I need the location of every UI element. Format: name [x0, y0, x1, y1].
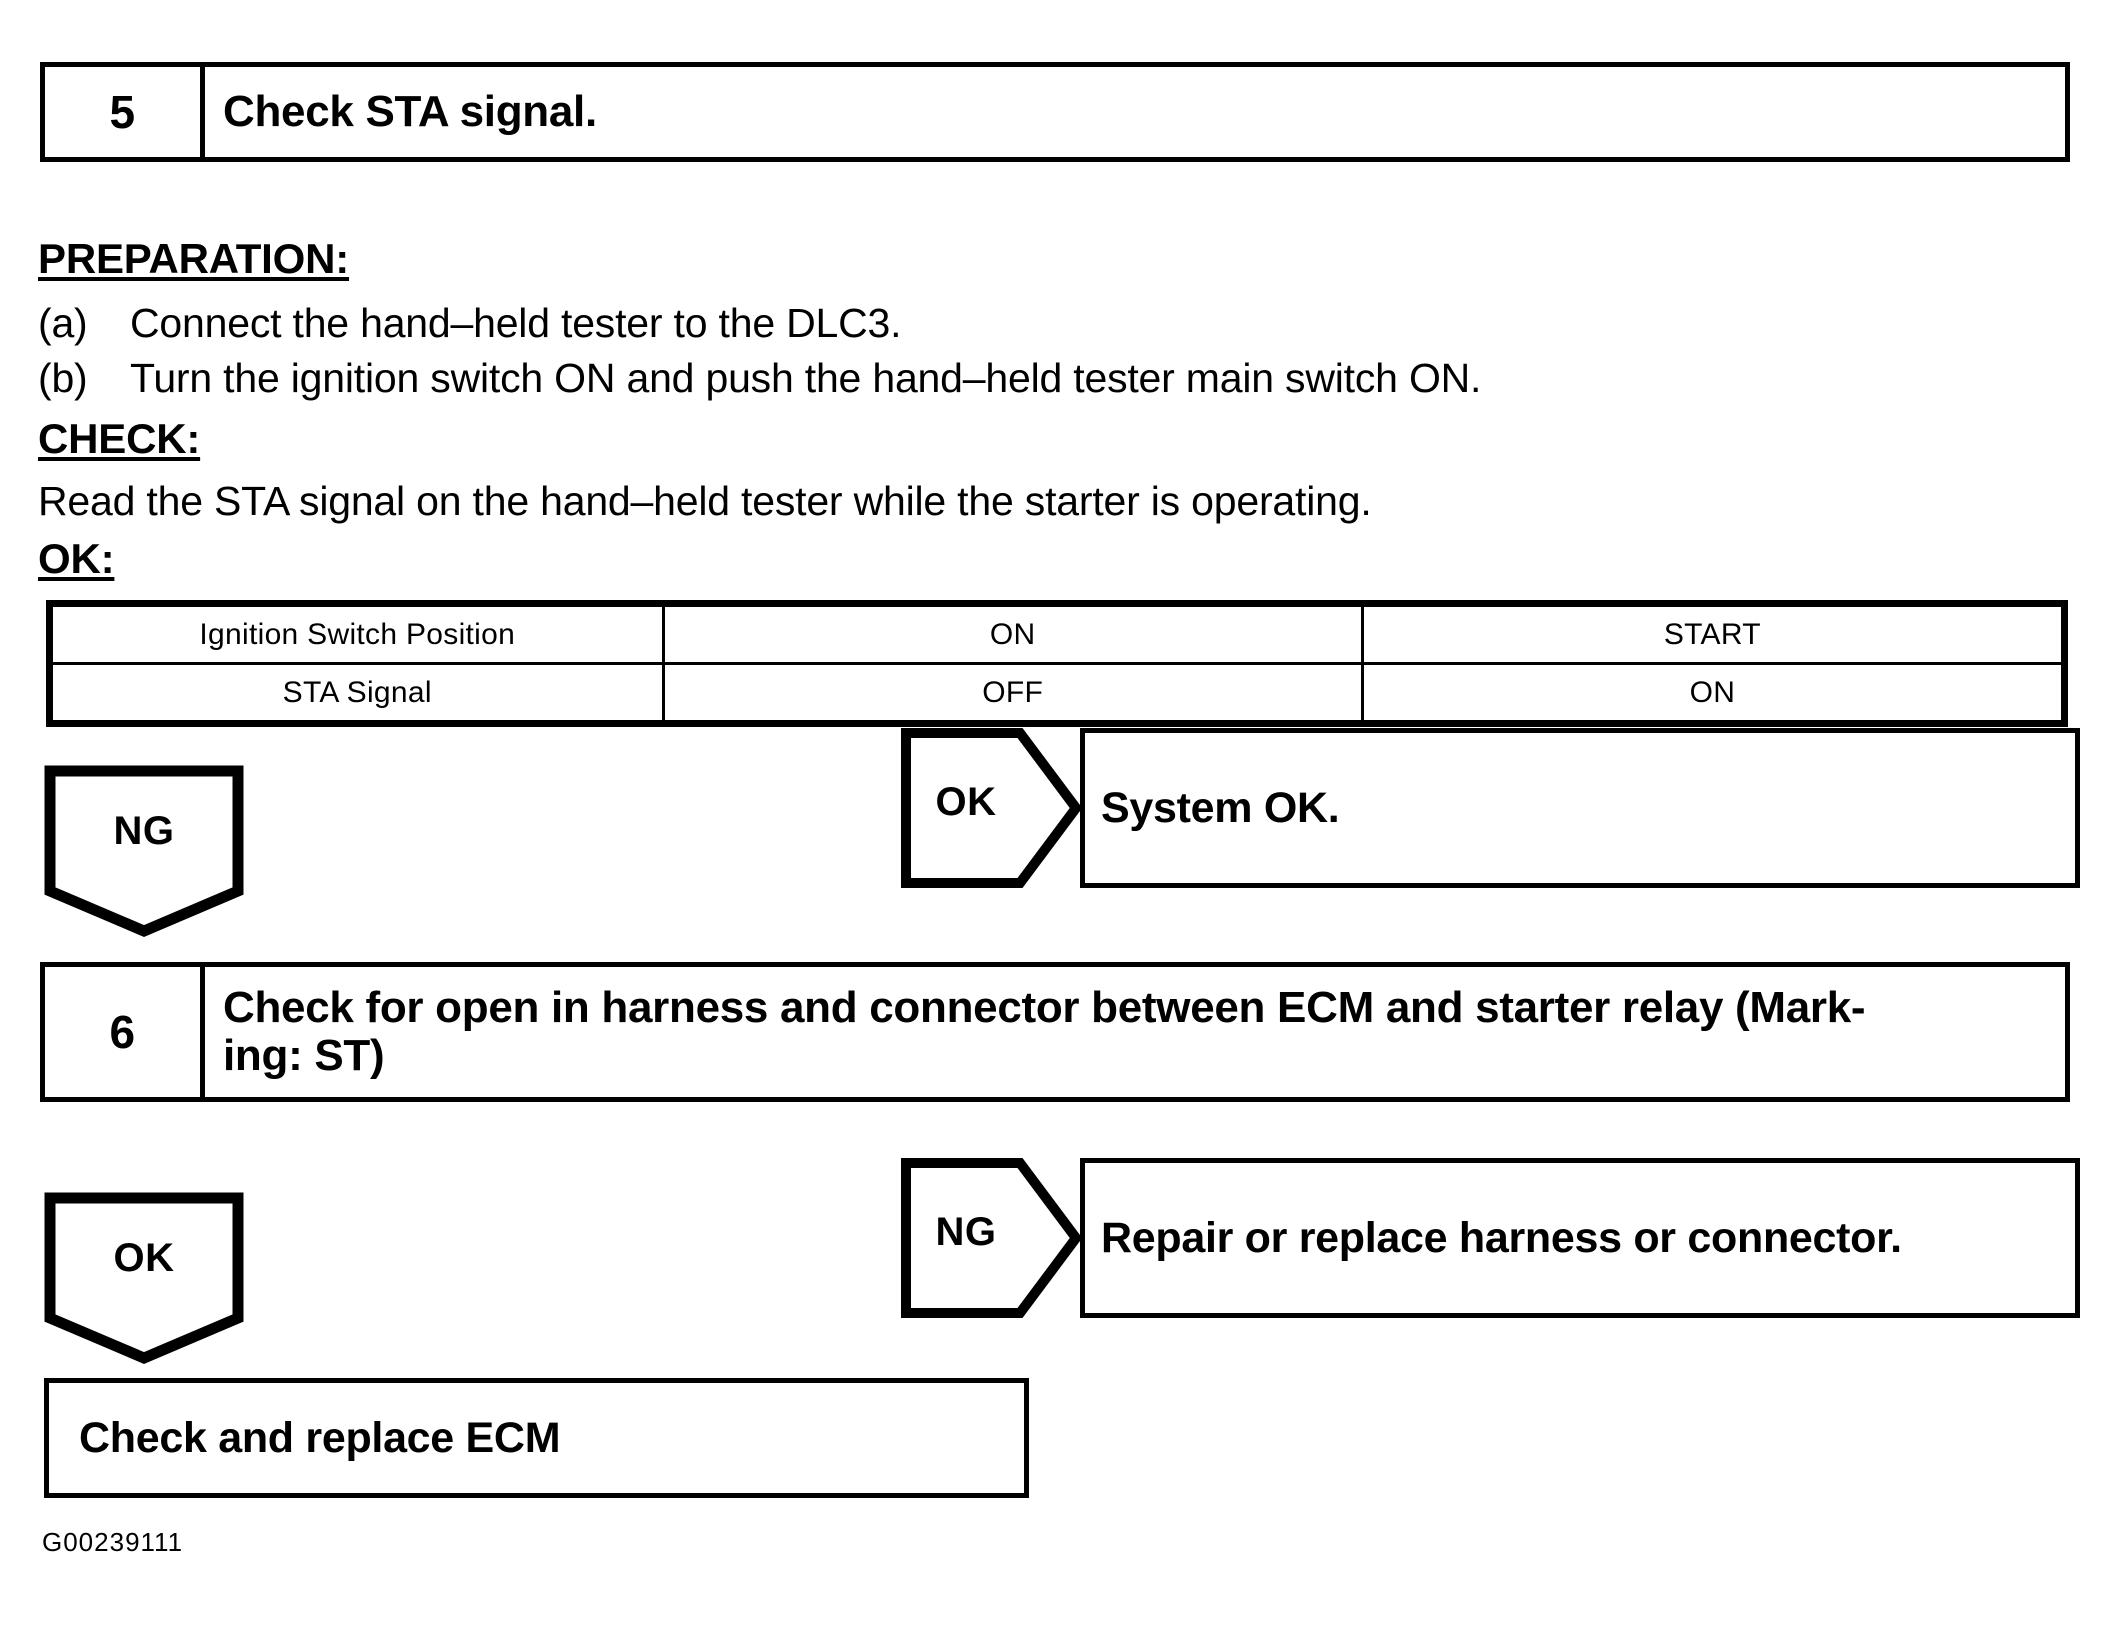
step-5-title: Check STA signal.	[223, 87, 597, 137]
step-5-header-box: 5 Check STA signal.	[40, 62, 2070, 162]
step-6-title-line-2: ing: ST)	[223, 1031, 385, 1080]
ok-branch-after-step-5: OK System OK.	[900, 728, 2080, 888]
step-6-header-box: 6 Check for open in harness and connecto…	[40, 962, 2070, 1102]
preparation-item-b-label: (b)	[38, 355, 88, 401]
preparation-item-b: (b) Turn the ignition switch ON and push …	[38, 355, 1481, 402]
table-cell-row2-col2: ON	[1360, 662, 2065, 723]
ng-branch-after-step-6: NG Repair or replace harness or connecto…	[900, 1158, 2080, 1318]
ok-flag-after-step-6: OK	[44, 1192, 244, 1364]
repair-harness-outcome-box: Repair or replace harness or connector.	[1080, 1158, 2080, 1318]
down-pentagon-icon	[44, 765, 244, 937]
result-table: Ignition Switch Position ON START STA Si…	[46, 600, 2068, 727]
table-cell-row1-col1: ON	[661, 604, 1364, 665]
ng-arrow-tag: NG	[900, 1158, 1080, 1318]
table-row: Ignition Switch Position ON START	[50, 604, 2065, 665]
ok-heading: OK:	[38, 535, 115, 582]
table-row: STA Signal OFF ON	[50, 662, 2065, 723]
preparation-item-b-text: Turn the ignition switch ON and push the…	[130, 355, 1482, 401]
figure-reference-id: G00239111	[42, 1527, 184, 1557]
preparation-item-a: (a) Connect the hand–held tester to the D…	[38, 300, 902, 347]
preparation-heading: PREPARATION:	[38, 235, 350, 282]
ng-arrow-label: NG	[935, 1210, 997, 1254]
system-ok-outcome-box: System OK.	[1080, 728, 2080, 888]
check-text: Read the STA signal on the hand–held tes…	[38, 478, 1372, 524]
step-6-number: 6	[45, 967, 205, 1097]
table-cell-row1-label: Ignition Switch Position	[50, 604, 665, 665]
step-5-number: 5	[45, 67, 205, 157]
ok-arrow-label: OK	[935, 780, 997, 824]
check-replace-ecm-box: Check and replace ECM	[44, 1378, 1029, 1498]
preparation-item-a-text: Connect the hand–held tester to the DLC3…	[130, 300, 902, 346]
ng-flag-label: NG	[113, 809, 175, 853]
table-cell-row2-label: STA Signal	[50, 662, 665, 723]
ok-arrow-tag: OK	[900, 728, 1080, 888]
right-pentagon-arrow-icon	[901, 728, 1080, 888]
preparation-item-a-label: (a)	[38, 300, 88, 346]
step-6-title-line-1: Check for open in harness and connector …	[223, 983, 1866, 1033]
ok-flag-label: OK	[113, 1236, 175, 1280]
table-cell-row2-col1: OFF	[661, 662, 1364, 723]
ng-flag-after-step-5: NG	[44, 765, 244, 937]
step-6-title: Check for open in harness and connector …	[205, 967, 2065, 1097]
check-heading: CHECK:	[38, 415, 201, 462]
right-pentagon-arrow-icon	[901, 1158, 1080, 1318]
table-cell-row1-col2: START	[1360, 604, 2065, 665]
down-pentagon-icon	[44, 1192, 244, 1364]
